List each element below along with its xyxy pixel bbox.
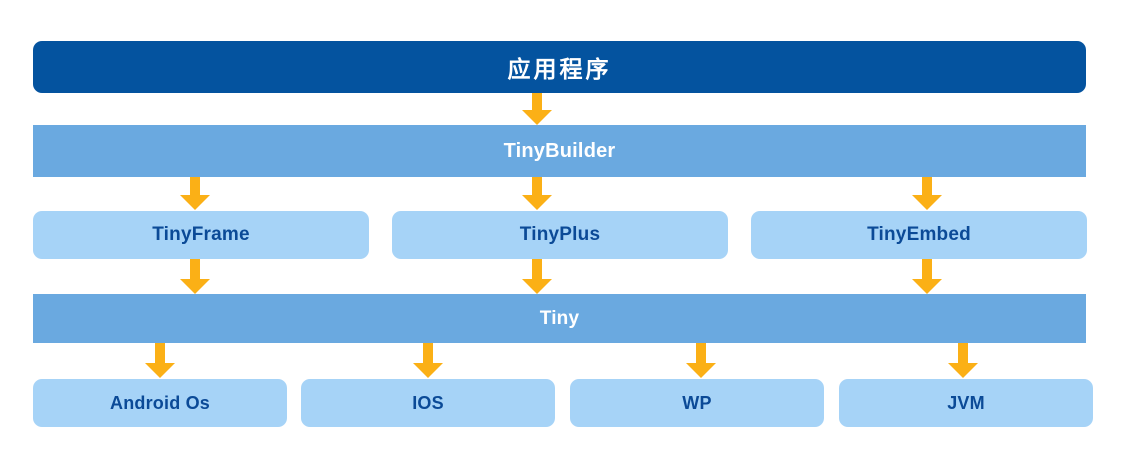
layer-box-tinyframe: TinyFrame	[33, 211, 369, 259]
layer-box-application: 应用程序	[33, 41, 1086, 93]
arrow-head	[522, 195, 552, 210]
arrow-tiny-to-ios	[413, 343, 443, 379]
layer-box-ios: IOS	[301, 379, 555, 427]
arrow-shaft	[423, 343, 433, 365]
arrow-head	[180, 195, 210, 210]
arrow-application-to-builder	[522, 93, 552, 125]
arrow-shaft	[532, 93, 542, 112]
arrow-shaft	[155, 343, 165, 365]
arrow-tiny-to-android-os	[145, 343, 175, 379]
arrow-head	[413, 363, 443, 378]
layer-box-tinybuilder: TinyBuilder	[33, 125, 1086, 177]
layer-box-tiny: Tiny	[33, 294, 1086, 343]
arrow-head	[522, 110, 552, 125]
arrow-head	[522, 279, 552, 294]
layer-box-wp: WP	[570, 379, 824, 427]
arrow-head	[912, 279, 942, 294]
arrow-tinyplus-to-tiny	[522, 259, 552, 295]
arrow-tinyframe-to-tiny	[180, 259, 210, 295]
arrow-shaft	[190, 177, 200, 197]
arrow-tinybuilder-to-tinyframe	[180, 177, 210, 211]
layer-box-android-os: Android Os	[33, 379, 287, 427]
arrow-shaft	[190, 259, 200, 281]
arrow-head	[145, 363, 175, 378]
arrow-shaft	[532, 259, 542, 281]
arrow-shaft	[958, 343, 968, 365]
layer-box-tinyplus: TinyPlus	[392, 211, 728, 259]
arrow-tiny-to-jvm	[948, 343, 978, 379]
arrow-shaft	[532, 177, 542, 197]
arrow-tiny-to-wp	[686, 343, 716, 379]
arrow-tinybuilder-to-tinyplus	[522, 177, 552, 211]
layer-box-tinyembed: TinyEmbed	[751, 211, 1087, 259]
arrow-head	[180, 279, 210, 294]
arrow-head	[948, 363, 978, 378]
arrow-head	[686, 363, 716, 378]
arrow-shaft	[922, 177, 932, 197]
arrow-tinyembed-to-tiny	[912, 259, 942, 295]
layer-box-jvm: JVM	[839, 379, 1093, 427]
arrow-shaft	[696, 343, 706, 365]
arrow-head	[912, 195, 942, 210]
arrow-shaft	[922, 259, 932, 281]
arrow-tinybuilder-to-tinyembed	[912, 177, 942, 211]
